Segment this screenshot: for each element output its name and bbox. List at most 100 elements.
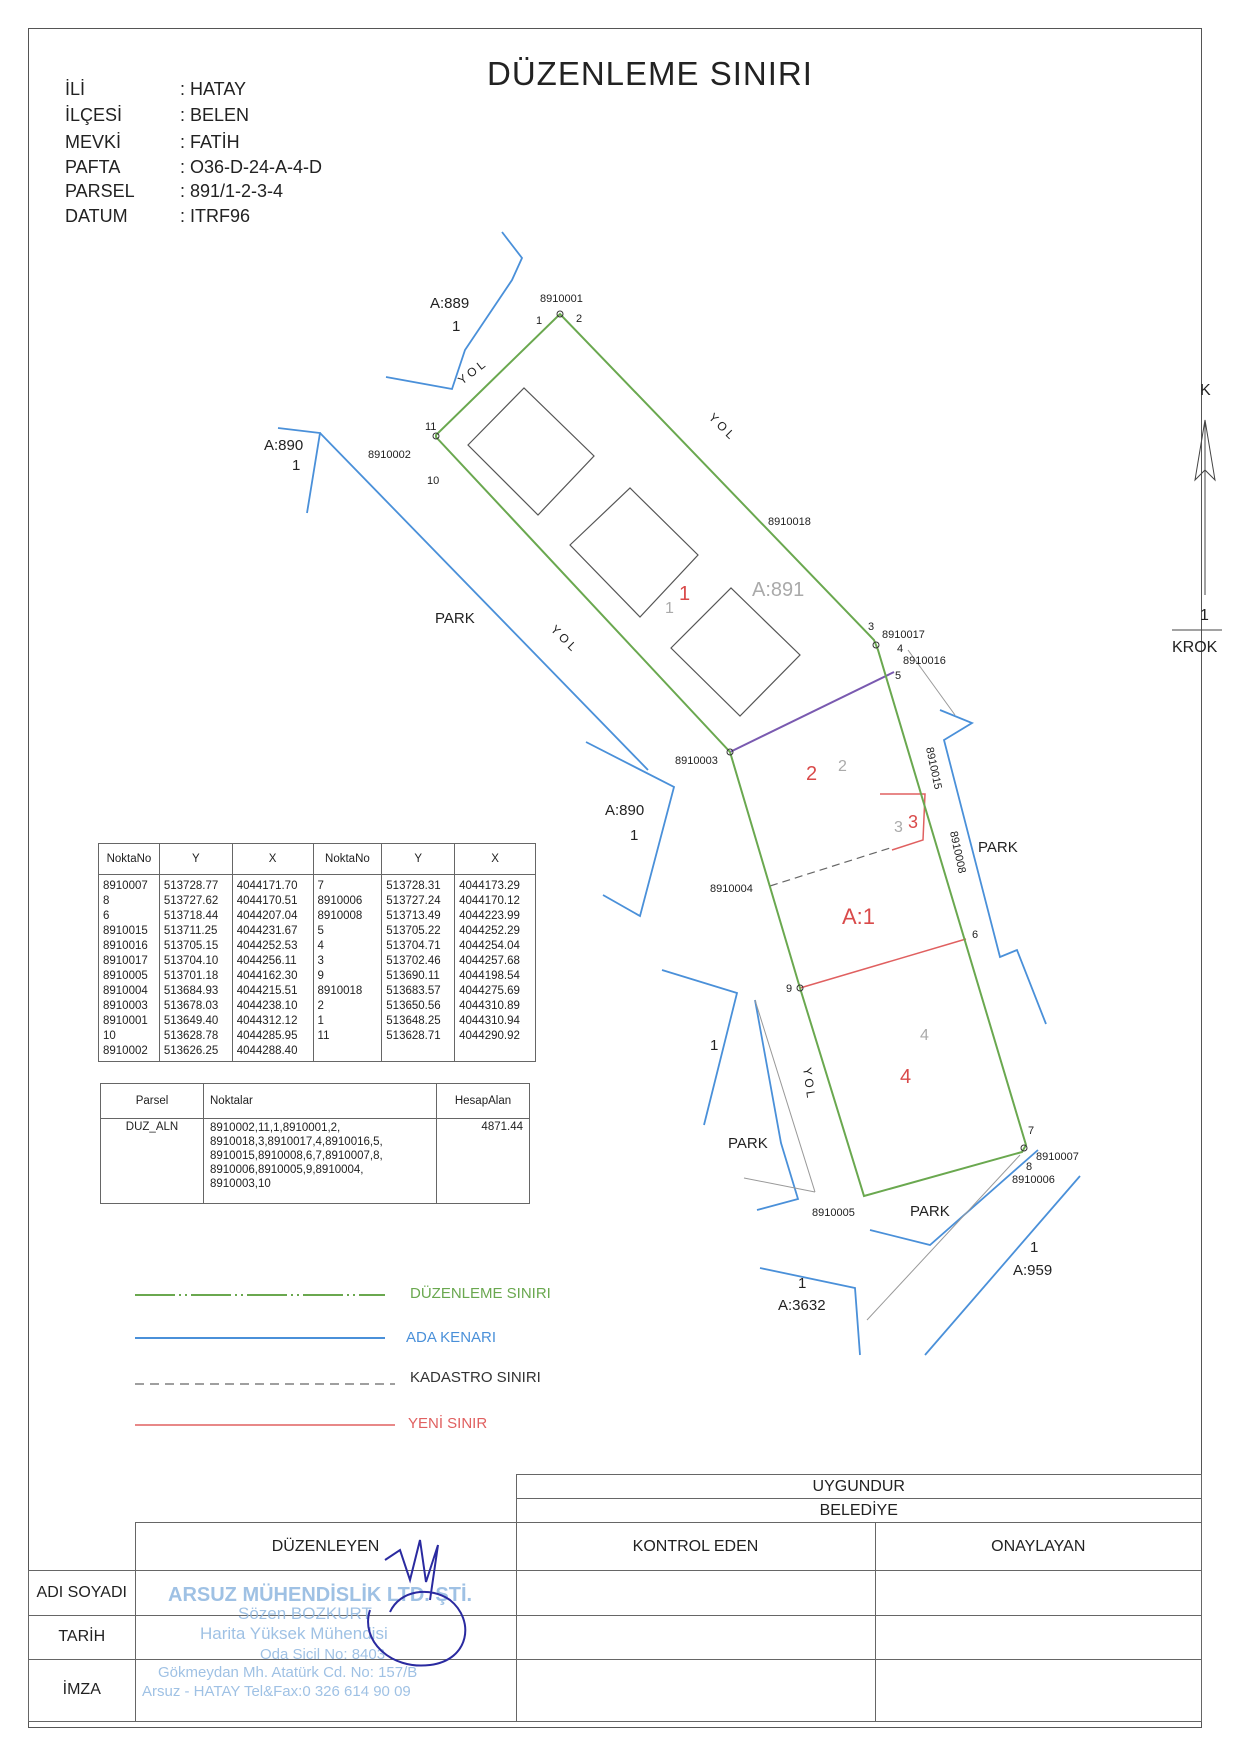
table-cell-line: 4044310.89 — [459, 1000, 520, 1012]
sig-row-tarih: TARİH — [28, 1614, 1202, 1660]
table-cell-line: 513648.25 — [386, 1015, 441, 1027]
sig-label-adi: ADI SOYADI — [28, 1570, 136, 1616]
ada-line-a959 — [924, 1175, 1081, 1356]
point-7: 7 — [1028, 1125, 1034, 1137]
sig-row-headers: DÜZENLEYEN KONTROL EDEN ONAYLAYAN — [28, 1522, 1202, 1572]
cell-parsel: DUZ_ALN — [100, 1118, 204, 1204]
table-cell-line: 8910017 — [103, 955, 148, 967]
table-cell-line: 4044223.99 — [459, 910, 520, 922]
label-yol-top-right: Y O L — [706, 410, 738, 442]
table-cell-line: 513705.22 — [386, 925, 441, 937]
legend-label-yeni: YENİ SINIR — [408, 1415, 488, 1432]
table-cell-line: 5 — [317, 925, 324, 937]
ada-kenari-lines — [277, 231, 1081, 1356]
stamp-line-6: Arsuz - HATAY Tel&Fax:0 326 614 90 09 — [142, 1683, 411, 1700]
building-2 — [569, 487, 699, 618]
building-footprints — [467, 387, 801, 717]
table-cell-line: 513728.77 — [163, 880, 219, 892]
cell-noktalar: 8910002,11,1,8910001,2,8910018,3,8910017… — [203, 1118, 437, 1204]
info-value-mevki: : FATİH — [180, 132, 240, 152]
vertex-8910001 — [556, 310, 564, 318]
sig-row-belediye: BELEDİYE — [29, 1498, 1202, 1524]
duzenleme-siniri-outline — [435, 312, 1028, 1198]
ada-line-a889 — [385, 231, 524, 391]
ada-line-park-bottom — [869, 1149, 1039, 1246]
table-cell-line: 4044285.95 — [236, 1030, 298, 1042]
table-cell-line: 8910002 — [103, 1045, 148, 1057]
label-a1: A:1 — [842, 904, 875, 929]
yeni-sinir-lines — [799, 793, 967, 989]
label-a889-1: 1 — [452, 318, 460, 335]
label-a959: A:959 — [1013, 1262, 1052, 1279]
table-cell-line: 4044290.92 — [459, 1030, 520, 1042]
point-9: 9 — [786, 983, 792, 995]
table-cell-line: 8910003 — [103, 1000, 148, 1012]
label-park-bottom: PARK — [910, 1203, 950, 1220]
point-8: 8 — [1026, 1161, 1032, 1173]
table-cell-line: 4044171.70 — [236, 880, 298, 892]
info-block: İLİ : HATAY İLÇESİ : BELEN MEVKİ : FATİH… — [65, 76, 385, 236]
north-arrow: K 1 KROK — [1172, 382, 1222, 656]
point-1: 1 — [536, 315, 542, 327]
sig-onaylayan: ONAYLAYAN — [874, 1522, 1202, 1572]
point-8910017: 8910017 — [882, 629, 925, 641]
table-cell-line: 8910015,8910008,6,7,8910007,8, — [210, 1150, 383, 1162]
point-8910007: 8910007 — [1036, 1151, 1079, 1163]
scale-denominator: KROK — [1172, 639, 1218, 656]
table-cell-line: 513705.15 — [163, 940, 219, 952]
table-cell-line: 513727.24 — [386, 895, 441, 907]
yeni-line-parcel3 — [880, 793, 926, 851]
header-x-2: X — [454, 843, 536, 875]
header-y-2: Y — [381, 843, 456, 875]
header-y-1: Y — [158, 843, 233, 875]
table-cell-line: 4044275.69 — [459, 985, 520, 997]
label-a890-top: A:890 — [264, 437, 303, 454]
info-value-datum: : ITRF96 — [180, 206, 251, 226]
table-cell-line: 4044198.54 — [459, 970, 520, 982]
signature-table: UYGUNDUR BELEDİYE DÜZENLEYEN KONTROL EDE… — [28, 1473, 1202, 1723]
point-8910008: 8910008 — [947, 830, 968, 874]
vertex-8910017 — [872, 641, 880, 649]
table-cell-line: 4044170.51 — [236, 895, 298, 907]
table-cell-line: 7 — [317, 880, 324, 892]
table-cell-line: 8910018 — [317, 985, 363, 997]
info-key-pafta: PAFTA — [65, 157, 121, 177]
header-hesapalan: HesapAlan — [436, 1083, 530, 1119]
label-a890-top-1: 1 — [292, 457, 300, 474]
table-cell-line: 4044173.29 — [459, 880, 520, 892]
thin-line-2 — [754, 999, 816, 1193]
scale-numerator: 1 — [1200, 607, 1209, 624]
table-cell-line: 9 — [317, 970, 324, 982]
table-cell-line: 513690.11 — [386, 970, 440, 982]
header-x-1: X — [231, 843, 314, 875]
label-a3632: A:3632 — [778, 1297, 826, 1314]
label-a889: A:889 — [430, 295, 469, 312]
table-cell-line: 513702.46 — [386, 955, 441, 967]
ada-line-a3632 — [759, 1267, 861, 1356]
thin-line-1 — [907, 649, 956, 716]
table-cell-line: 8910016 — [103, 940, 148, 952]
sig-row-imza: İMZA — [28, 1658, 1202, 1723]
label-park-right: PARK — [978, 839, 1018, 856]
label-a890-mid: A:890 — [605, 802, 644, 819]
vertex-8910007 — [1020, 1144, 1028, 1152]
info-key-il: İLİ — [65, 79, 86, 99]
area-table: Parsel Noktalar HesapAlan DUZ_ALN 891000… — [100, 1083, 530, 1204]
area-body-row: DUZ_ALN 8910002,11,1,8910001,2,8910018,3… — [100, 1118, 530, 1204]
table-cell-line: 4044231.67 — [236, 925, 298, 937]
area-header-row: Parsel Noktalar HesapAlan — [100, 1083, 530, 1119]
label-park-bottom-left: PARK — [728, 1135, 768, 1152]
table-cell-line: 513711.25 — [163, 925, 218, 937]
table-cell-line: 513701.18 — [163, 970, 219, 982]
table-cell-line: 3 — [317, 955, 324, 967]
point-2: 2 — [576, 313, 582, 325]
table-cell-line: 10 — [103, 1030, 116, 1042]
table-cell-line: 8910018,3,8910017,4,8910016,5, — [210, 1136, 383, 1148]
ada-line-a890-mid — [585, 741, 676, 918]
label-parcel-4b: 4 — [920, 1027, 929, 1044]
vertex-9 — [796, 984, 804, 992]
header-parsel: Parsel — [100, 1083, 204, 1119]
info-key-datum: DATUM — [65, 206, 128, 226]
